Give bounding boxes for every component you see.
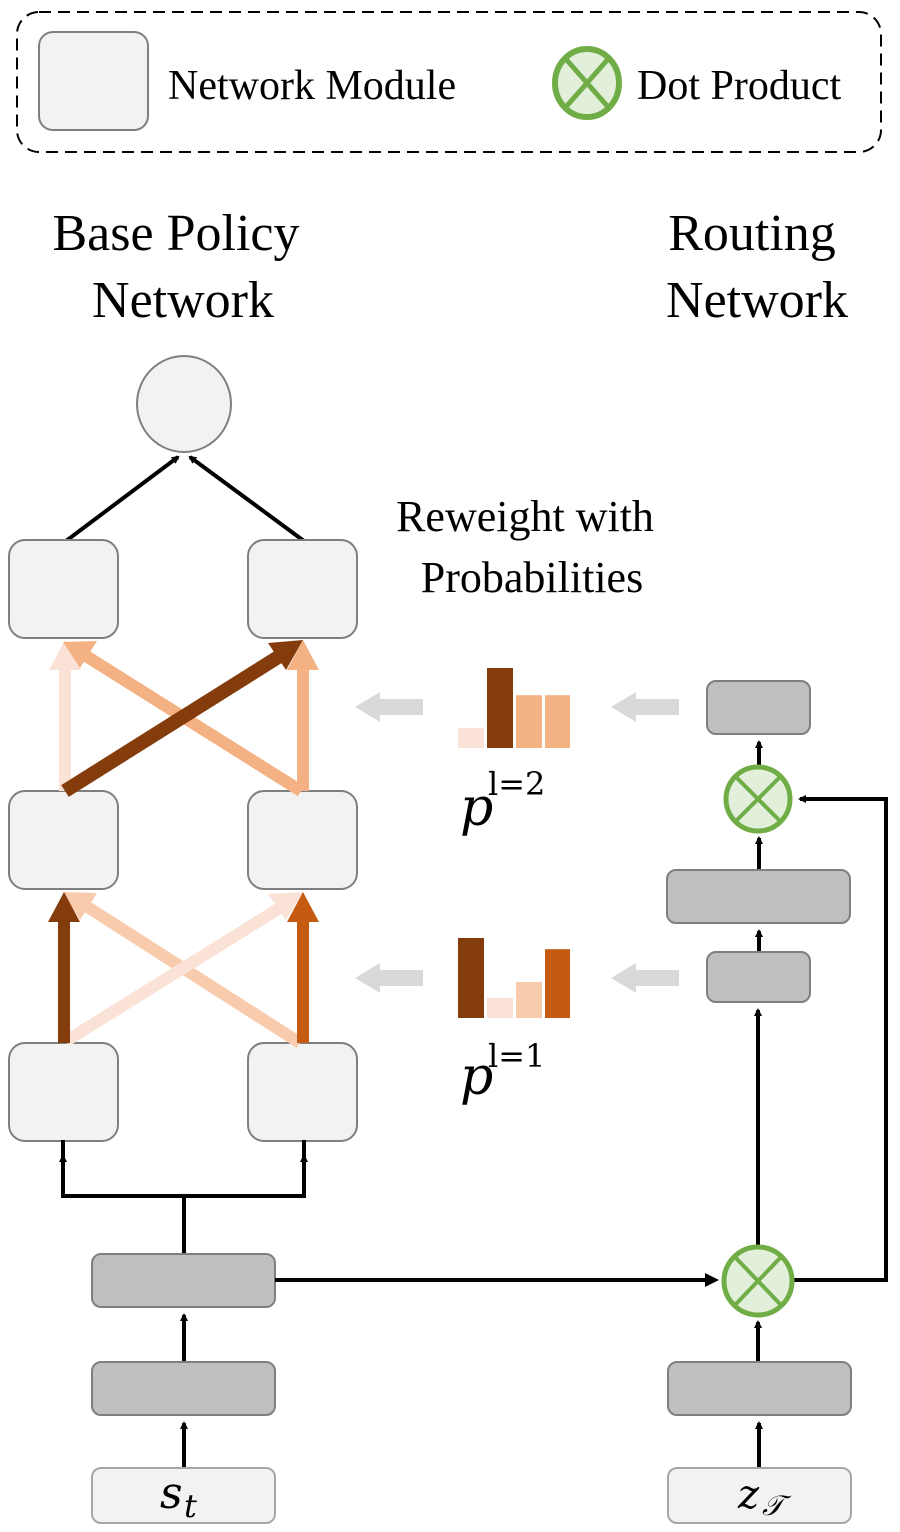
routing-title-line2: Network xyxy=(666,272,848,329)
base-encoder-upper xyxy=(91,1253,276,1308)
router-module-small xyxy=(706,951,811,1003)
prob-bar-2 xyxy=(487,668,513,748)
prob-label-l2: p l=2 xyxy=(460,765,545,838)
router-module-top xyxy=(706,680,811,735)
router-module-wide xyxy=(666,869,851,924)
module-l1-right xyxy=(247,1042,358,1142)
conn-l2left-l3left xyxy=(49,640,81,791)
connections-l1-to-l2 xyxy=(48,892,319,1049)
module-l3-right xyxy=(247,539,358,639)
task-input-box xyxy=(667,1467,852,1524)
network-module-swatch xyxy=(38,31,149,131)
conn-l1left-l2left xyxy=(48,892,80,1043)
prob-bar-4 xyxy=(545,949,570,1018)
legend: Network Module Dot Product xyxy=(16,11,882,153)
task-encoder xyxy=(667,1361,852,1416)
legend-border xyxy=(16,11,882,153)
conn-l2left-l3right xyxy=(61,640,303,797)
prob-label-l1-base: p xyxy=(460,1047,493,1107)
prob-bar-4 xyxy=(545,695,570,748)
output-node xyxy=(136,355,232,453)
arrow-l3left-to-output xyxy=(64,455,180,543)
prob-chart-l2 xyxy=(458,668,570,748)
base-policy-title-line2: Network xyxy=(92,272,274,329)
dot-product-lower-icon xyxy=(721,1244,795,1318)
base-encoder-lower xyxy=(91,1361,276,1416)
module-l1-left xyxy=(8,1042,119,1142)
dot-product-icon xyxy=(552,46,622,120)
prob-label-l1-sup: l=1 xyxy=(488,1037,545,1075)
connections-l2-to-l3 xyxy=(49,640,319,797)
skip-connection-arrow xyxy=(793,795,888,1282)
flow-arrow-router-to-prob2 xyxy=(611,692,679,722)
prob-bar-3 xyxy=(516,695,542,748)
task-input-base: z xyxy=(737,1472,760,1518)
network-module-label: Network Module xyxy=(168,63,456,109)
dot-product-upper-icon xyxy=(723,764,793,834)
state-input-box xyxy=(91,1467,276,1524)
state-input-sub: t xyxy=(184,1487,197,1525)
module-l3-left xyxy=(8,539,119,639)
state-input-base: s xyxy=(160,1468,183,1519)
conn-l2right-l3left xyxy=(63,641,305,797)
flow-arrow-prob2-to-base xyxy=(355,692,423,722)
arrow-l3right-to-output xyxy=(188,455,306,543)
conn-l1right-l2right xyxy=(287,892,319,1043)
dot-product-label: Dot Product xyxy=(637,63,841,109)
prob-bar-1 xyxy=(458,938,484,1018)
reweight-text-line1: Reweight with xyxy=(396,492,654,541)
module-l2-right xyxy=(247,790,358,890)
flow-arrow-prob1-to-base xyxy=(355,963,423,993)
conn-l1right-l2left xyxy=(63,892,304,1049)
base-policy-title-line1: Base Policy xyxy=(53,205,300,262)
module-l2-left xyxy=(8,790,119,890)
flow-arrow-router-to-prob1 xyxy=(611,963,679,993)
prob-chart-l1 xyxy=(458,938,570,1018)
conn-l1left-l2right xyxy=(62,892,303,1047)
conn-l2right-l3right xyxy=(287,640,319,791)
prob-bar-2 xyxy=(487,998,513,1018)
reweight-text-line2: Probabilities xyxy=(421,553,643,602)
prob-bar-3 xyxy=(516,982,542,1018)
routing-title-line1: Routing xyxy=(668,205,836,262)
prob-bar-1 xyxy=(458,728,484,748)
fanout-connector xyxy=(61,1140,306,1198)
prob-label-l2-base: p xyxy=(460,778,493,838)
prob-label-l2-sup: l=2 xyxy=(488,765,545,803)
prob-label-l1: p l=1 xyxy=(460,1037,545,1107)
